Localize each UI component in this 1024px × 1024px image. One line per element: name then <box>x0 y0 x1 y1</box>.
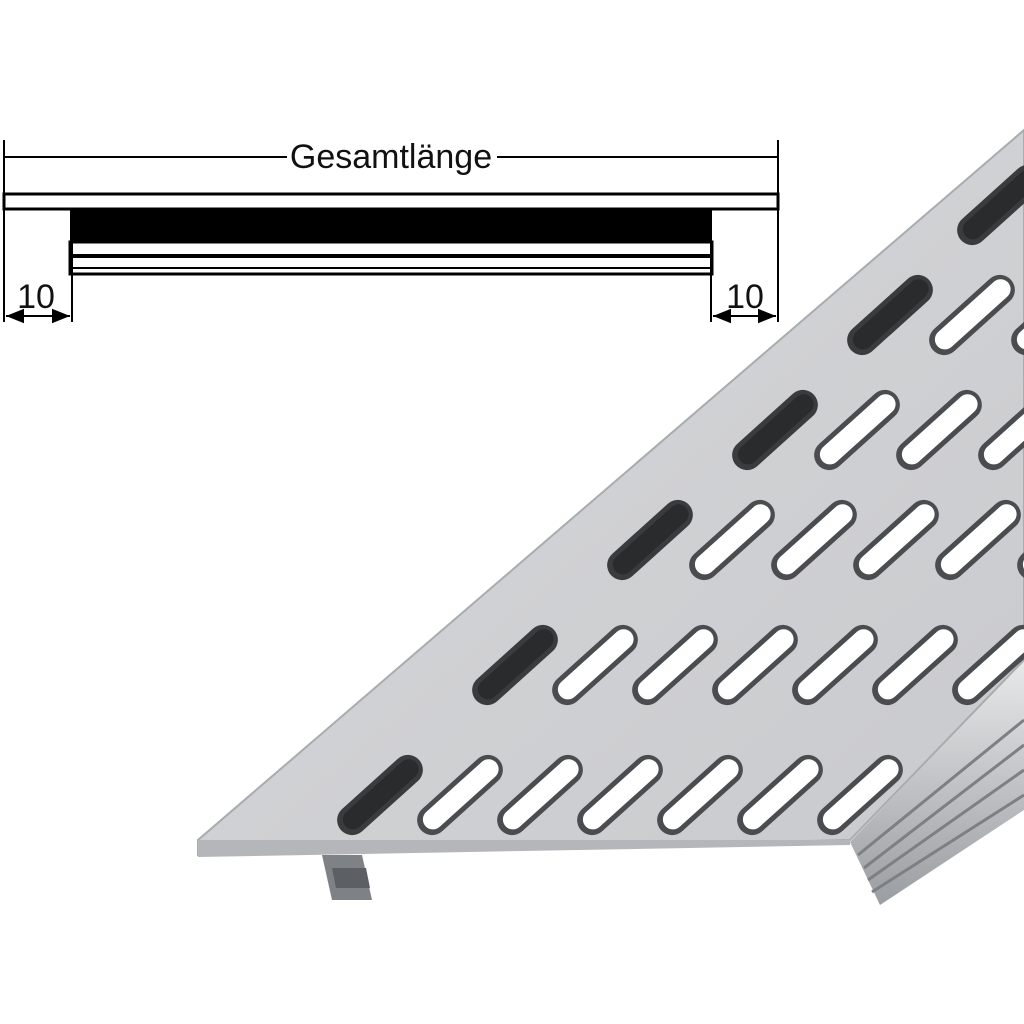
overall-length-label: Gesamtlänge <box>290 138 492 176</box>
ventilation-slot <box>952 624 1024 706</box>
ventilation-slot <box>896 389 982 471</box>
ventilation-slot <box>853 499 939 581</box>
ventilation-slot <box>814 389 900 471</box>
ventilation-slot <box>957 164 1024 246</box>
ventilation-slot <box>417 754 503 836</box>
ventilation-slot <box>577 754 663 836</box>
right-inset-label: 10 <box>726 278 764 316</box>
ventilation-slot <box>552 624 638 706</box>
product-image <box>197 128 1024 905</box>
ventilation-slots <box>337 164 1024 836</box>
ventilation-slot <box>337 754 423 836</box>
ventilation-slot <box>929 274 1015 356</box>
ventilation-slot <box>472 624 558 706</box>
ventilation-slot <box>935 499 1021 581</box>
ventilation-slot <box>737 754 823 836</box>
left-inset-label: 10 <box>17 278 55 316</box>
ventilation-slot <box>607 499 693 581</box>
ventilation-slot <box>712 624 798 706</box>
ventilation-slot <box>978 389 1024 471</box>
ventilation-slot <box>497 754 583 836</box>
plate-front-edge <box>198 840 850 857</box>
ventilation-slot <box>657 754 743 836</box>
cross-section-drawing: Gesamtlänge 10 10 <box>2 135 780 324</box>
ventilation-slot <box>872 624 958 706</box>
top-flange <box>2 192 780 211</box>
ventilation-slot <box>817 754 903 836</box>
grille-body <box>70 209 712 242</box>
label-background <box>287 135 497 177</box>
support-leg-shadow <box>332 868 370 888</box>
ventilation-slot <box>847 274 933 356</box>
ventilation-slot <box>792 624 878 706</box>
ventilation-slot <box>732 389 818 471</box>
ventilation-slot <box>689 499 775 581</box>
ventilation-slot <box>632 624 718 706</box>
rib-lines <box>857 718 1024 894</box>
ventilation-slot <box>771 499 857 581</box>
